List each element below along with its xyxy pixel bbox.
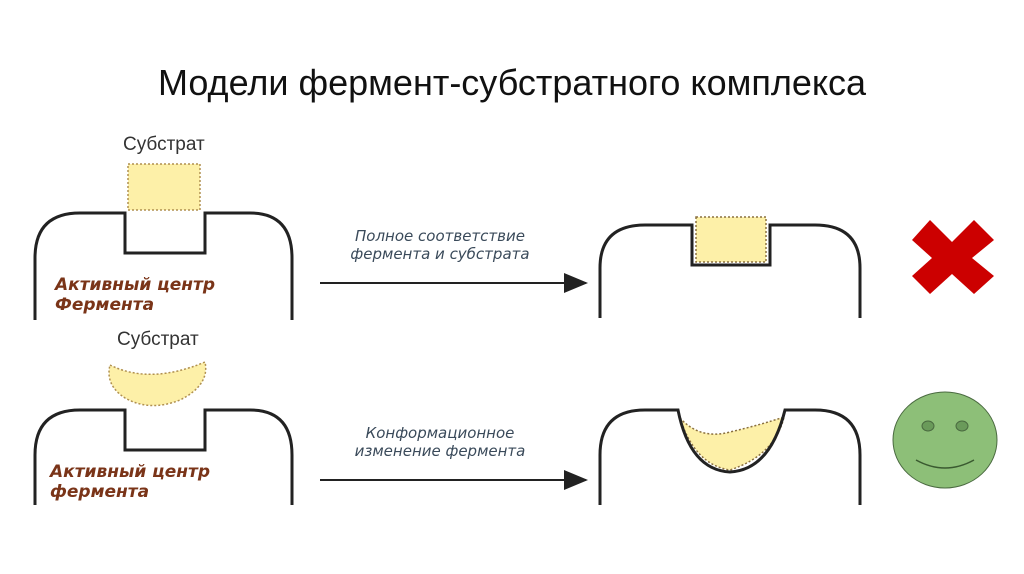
arrow-caption: Конформационное	[366, 424, 515, 442]
green-smiley-icon	[892, 391, 998, 489]
active-center-label: фермента	[50, 482, 149, 502]
enzyme-shape	[33, 408, 294, 505]
slide-title: Модели фермент-субстратного комплекса	[157, 62, 867, 103]
substrate-label: Субстрат	[117, 329, 199, 350]
bound-substrate	[679, 415, 786, 471]
substrate-label: Субстрат	[123, 134, 205, 155]
bound-substrate	[695, 216, 767, 263]
arrow-caption: фермента и субстрата	[350, 245, 529, 263]
row-lock-and-key: Субстрат Активный центр Фермента Полное …	[33, 134, 994, 320]
enzyme-shape	[598, 223, 862, 318]
rect-substrate	[127, 163, 201, 211]
enzyme-shape	[33, 211, 294, 320]
red-cross-icon	[912, 220, 994, 294]
active-center-label: Активный центр	[53, 275, 215, 295]
arrow-caption: изменение фермента	[355, 442, 526, 460]
enzyme-shape	[598, 408, 862, 505]
active-center-label: Фермента	[55, 295, 154, 315]
arrow-caption: Полное соответствие	[355, 227, 525, 245]
crescent-substrate	[108, 360, 207, 407]
active-center-label: Активный центр	[48, 462, 210, 482]
row-induced-fit: Субстрат Активный центр фермента Конформ…	[33, 329, 998, 505]
